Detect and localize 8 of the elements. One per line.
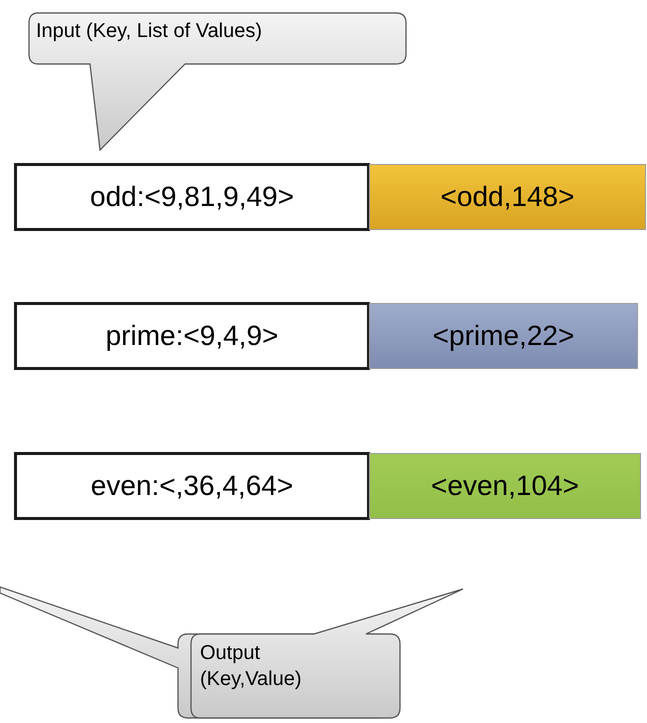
input-box: odd:<9,81,9,49>: [14, 163, 370, 231]
input-box: even:<,36,4,64>: [14, 452, 370, 520]
output-box: <even,104>: [369, 453, 641, 519]
output-box: <odd,148>: [369, 164, 646, 230]
callout-text: Output (Key,Value): [200, 641, 303, 692]
callout-text: Input (Key, List of Values): [36, 19, 264, 44]
input-box: prime:<9,4,9>: [14, 302, 370, 370]
output-box: <prime,22>: [369, 303, 638, 369]
